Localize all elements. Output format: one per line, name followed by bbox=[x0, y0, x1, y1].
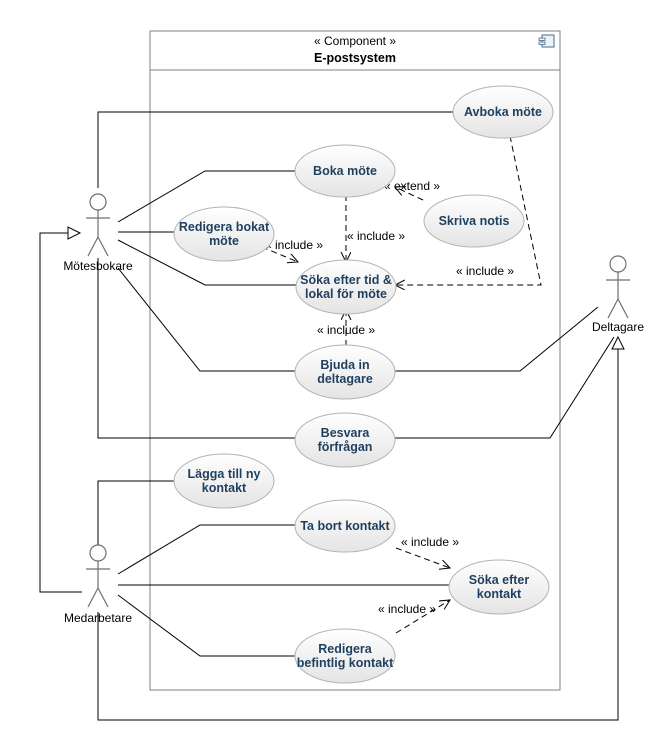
use-case-label-line: Skriva notis bbox=[439, 214, 510, 228]
use-case-ta-bort[interactable]: Ta bort kontakt bbox=[294, 499, 396, 553]
generalization-to-motesbokare bbox=[39, 232, 82, 593]
use-case-label-line: Redigera bbox=[318, 642, 373, 656]
use-case-label-line: möte bbox=[209, 234, 239, 248]
use-case-label: Boka möte bbox=[313, 164, 377, 178]
use-case-label: Avboka möte bbox=[464, 105, 542, 119]
use-case-label-line: Söka efter tid & bbox=[300, 273, 392, 287]
assoc-motesbokare-avboka bbox=[97, 111, 453, 188]
generalization-arrowhead-motesbokare bbox=[67, 226, 82, 240]
label-extend: « extend » bbox=[384, 179, 440, 193]
generalization-to-deltagare bbox=[97, 349, 619, 721]
assoc-medarbetare-lagga bbox=[97, 480, 175, 545]
use-case-label: Söka efter tid &lokal för möte bbox=[300, 273, 392, 301]
use-case-label-line: Besvara bbox=[321, 426, 371, 440]
include-redigera-kontakt-soka-kontakt bbox=[395, 600, 450, 634]
component-stereotype: « Component » bbox=[314, 34, 396, 48]
use-case-avboka[interactable]: Avboka möte bbox=[452, 85, 554, 139]
use-case-label: Skriva notis bbox=[439, 214, 510, 228]
use-case-label-line: Boka möte bbox=[313, 164, 377, 178]
generalizations bbox=[39, 226, 625, 721]
actor-medarbetare[interactable] bbox=[86, 544, 110, 608]
include-avboka-soka bbox=[395, 135, 542, 285]
actor-head bbox=[89, 193, 107, 211]
assoc-deltagare-bjuda bbox=[395, 306, 599, 372]
label-include-tabort: « include » bbox=[401, 535, 459, 549]
actor-label-deltagare: Deltagare bbox=[592, 320, 644, 334]
use-case-label: Ta bort kontakt bbox=[300, 519, 390, 533]
assoc-motesbokare-soka bbox=[117, 239, 298, 286]
label-include-redigera: « include » bbox=[265, 238, 323, 252]
label-include-boka: « include » bbox=[347, 229, 405, 243]
use-case-label-line: förfrågan bbox=[318, 440, 373, 454]
label-include-redigera-kontakt: « include » bbox=[378, 602, 436, 616]
use-case-label-line: deltagare bbox=[317, 372, 373, 386]
use-case-label-line: Redigera bokat bbox=[179, 220, 270, 234]
assoc-deltagare-besvara bbox=[395, 336, 615, 439]
component-icon bbox=[538, 34, 555, 48]
use-case-label-line: kontakt bbox=[202, 481, 247, 495]
assoc-medarbetare-tabort bbox=[117, 524, 297, 575]
use-case-label-line: Lägga till ny bbox=[188, 467, 261, 481]
actor-motesbokare[interactable] bbox=[86, 193, 110, 257]
use-case-label-line: Ta bort kontakt bbox=[300, 519, 390, 533]
actor-head bbox=[89, 544, 107, 562]
use-case-soka-tid[interactable]: Söka efter tid &lokal för möte bbox=[295, 259, 397, 315]
actor-label-motesbokare: Mötesbokare bbox=[63, 259, 133, 273]
use-case-skriva-notis[interactable]: Skriva notis bbox=[423, 194, 525, 248]
include-redigera-soka bbox=[261, 246, 298, 262]
use-case-label-line: lokal för möte bbox=[305, 287, 387, 301]
actor-head bbox=[609, 255, 627, 273]
use-case-label-line: kontakt bbox=[477, 587, 522, 601]
assoc-motesbokare-bjuda bbox=[117, 267, 295, 372]
use-case-label-line: Söka efter bbox=[469, 573, 530, 587]
use-case-label-line: befintlig kontakt bbox=[297, 656, 394, 670]
dependencies bbox=[261, 135, 542, 634]
actor-label-medarbetare: Medarbetare bbox=[64, 611, 132, 625]
use-case-label-line: Avboka möte bbox=[464, 105, 542, 119]
relationship-labels: « extend » « include » « include » « inc… bbox=[265, 179, 514, 616]
component-title: E-postsystem bbox=[314, 51, 396, 65]
generalization-arrowhead-deltagare bbox=[611, 335, 625, 350]
assoc-motesbokare-boka bbox=[117, 170, 295, 223]
extend-skriva-notis-boka bbox=[395, 187, 424, 201]
label-include-avboka: « include » bbox=[456, 264, 514, 278]
label-include-bjuda: « include » bbox=[317, 323, 375, 337]
associations bbox=[97, 111, 615, 657]
actor-deltagare[interactable] bbox=[606, 255, 630, 319]
assoc-medarbetare-redigera-kontakt bbox=[117, 594, 297, 657]
use-case-boka[interactable]: Boka möte bbox=[294, 144, 396, 198]
use-case-label-line: Bjuda in bbox=[320, 358, 369, 372]
assoc-motesbokare-besvara bbox=[97, 258, 295, 439]
